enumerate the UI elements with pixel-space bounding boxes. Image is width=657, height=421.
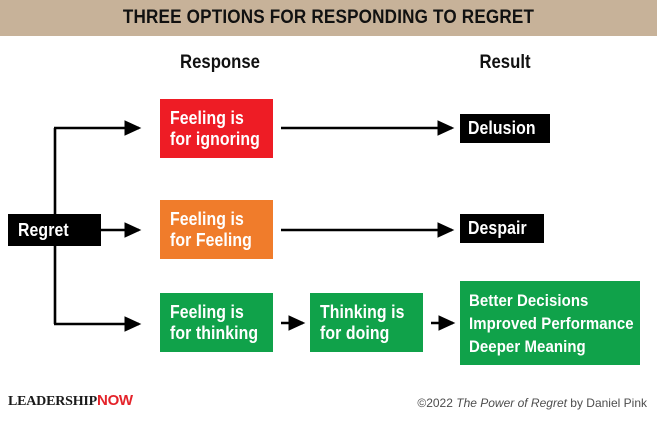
node-response-feeling[interactable]: Feeling is for Feeling	[160, 200, 273, 259]
node-middle-doing[interactable]: Thinking is for doing	[310, 293, 423, 352]
column-header-response: Response	[180, 52, 260, 73]
node-response-thinking[interactable]: Feeling is for thinking	[160, 293, 273, 352]
credit-suffix: by Daniel Pink	[566, 396, 647, 410]
node-result-outcomes-line2: Improved Performance	[469, 313, 634, 333]
node-result-delusion[interactable]: Delusion	[460, 114, 550, 143]
leadershipnow-logo[interactable]: LEADERSHIPNOW	[8, 392, 133, 410]
node-result-despair[interactable]: Despair	[460, 214, 544, 243]
column-header-result: Result	[479, 52, 531, 73]
page-title: THREE OPTIONS FOR RESPONDING TO REGRET	[122, 7, 535, 28]
node-result-despair-label: Despair	[468, 218, 527, 238]
credit-prefix: ©2022	[417, 396, 457, 410]
node-response-thinking-line1: Feeling is	[170, 301, 244, 322]
node-result-outcomes[interactable]: Better Decisions Improved Performance De…	[460, 281, 640, 365]
node-regret-label: Regret	[18, 219, 69, 240]
node-response-ignoring-line2: for ignoring	[170, 128, 260, 149]
logo-primary-text: LEADERSHIP	[8, 394, 98, 409]
node-middle-doing-line1: Thinking is	[320, 301, 405, 322]
node-result-delusion-label: Delusion	[468, 118, 536, 138]
node-response-ignoring[interactable]: Feeling is for ignoring	[160, 99, 273, 158]
logo-accent-text: NOW	[97, 392, 133, 409]
node-result-outcomes-line3: Deeper Meaning	[469, 336, 586, 356]
node-result-outcomes-line1: Better Decisions	[469, 290, 589, 310]
node-response-feeling-line1: Feeling is	[170, 208, 244, 229]
node-response-thinking-line2: for thinking	[170, 322, 259, 343]
credit-book-title: The Power of Regret	[456, 396, 567, 410]
copyright-credit: ©2022 The Power of Regret by Daniel Pink	[417, 396, 647, 410]
node-response-ignoring-line1: Feeling is	[170, 107, 244, 128]
node-middle-doing-line2: for doing	[320, 322, 390, 343]
node-regret[interactable]: Regret	[8, 214, 101, 246]
node-response-feeling-line2: for Feeling	[170, 229, 252, 250]
header-band	[0, 0, 657, 36]
